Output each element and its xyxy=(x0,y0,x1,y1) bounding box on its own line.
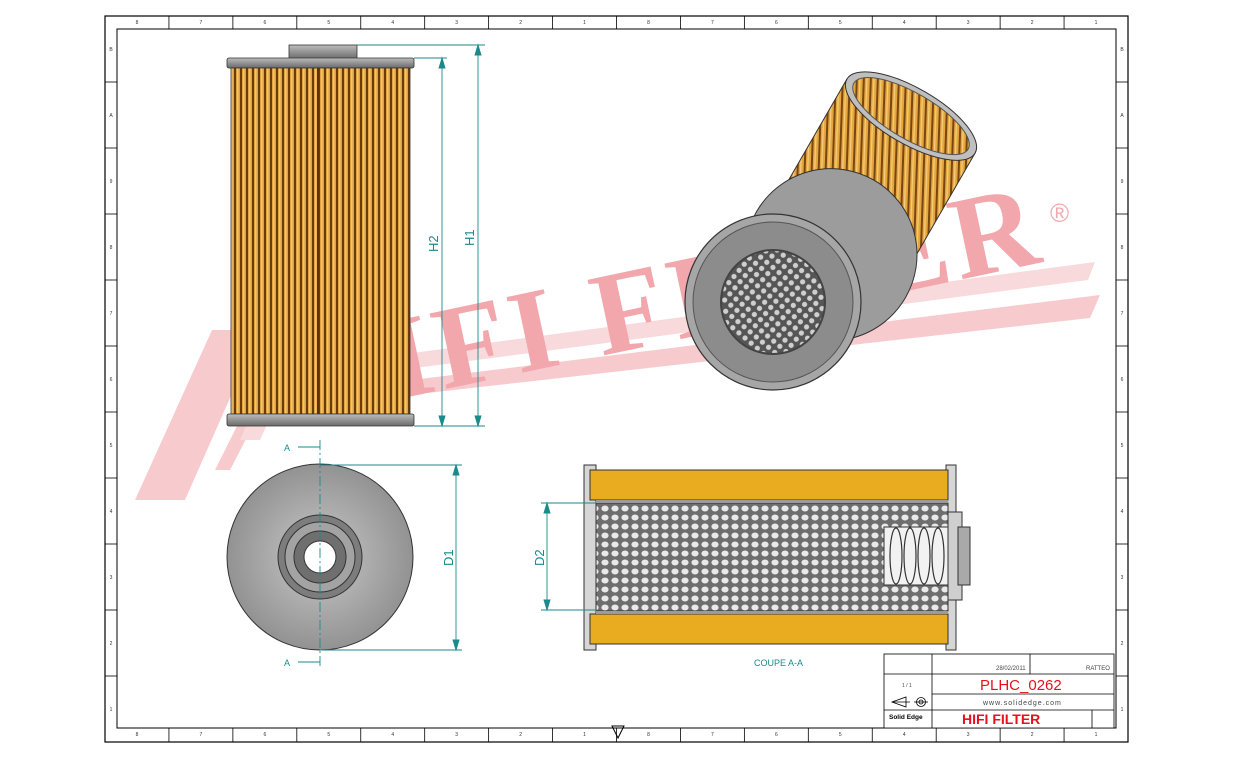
border-zone-letter: 9 xyxy=(1121,179,1124,185)
section-view xyxy=(583,464,971,651)
border-zone-number: 3 xyxy=(967,732,970,738)
border-zone-letter: B xyxy=(1120,47,1124,53)
isometric-view xyxy=(684,71,978,391)
border-zone-letter: 2 xyxy=(110,641,113,647)
title-scale: 1 / 1 xyxy=(902,683,912,689)
border-zone-number: 1 xyxy=(1095,20,1098,26)
border-zone-number: 1 xyxy=(583,20,586,26)
border-zone-letter: 8 xyxy=(1121,245,1124,251)
border-zone-number: 6 xyxy=(775,20,778,26)
title-author: RATTEO xyxy=(1086,666,1110,672)
border-zone-number: 5 xyxy=(327,732,330,738)
dim-d2-label: D2 xyxy=(532,549,547,566)
title-block-frame xyxy=(883,653,1115,729)
border-zone-number: 5 xyxy=(839,20,842,26)
border-zone-letter: A xyxy=(1120,113,1124,119)
title-date: 28/02/2011 xyxy=(996,666,1026,672)
watermark-registered: ® xyxy=(1050,198,1069,228)
border-zone-number: 2 xyxy=(1031,732,1034,738)
border-zone-number: 1 xyxy=(583,732,586,738)
border-zone-letter: 1 xyxy=(110,707,113,713)
section-title: COUPE A-A xyxy=(754,658,803,668)
border-zone-number: 7 xyxy=(200,20,203,26)
border-zone-number: 4 xyxy=(903,20,906,26)
border-zone-letter: 7 xyxy=(110,311,113,317)
center-marker xyxy=(611,725,625,740)
dim-d1-label: D1 xyxy=(441,549,456,566)
border-zone-letter: 7 xyxy=(1121,311,1124,317)
dim-h1-label: H1 xyxy=(462,229,477,246)
software-label: Solid Edge xyxy=(889,714,923,721)
border-zone-number: 5 xyxy=(327,20,330,26)
border-zone-letter: A xyxy=(109,113,113,119)
section-mark-top: A xyxy=(284,443,290,453)
height-dimensions xyxy=(357,43,485,428)
border-zone-number: 8 xyxy=(136,732,139,738)
part-number: PLHC_0262 xyxy=(980,677,1062,694)
border-zone-number: 3 xyxy=(455,732,458,738)
border-zone-number: 8 xyxy=(647,732,650,738)
border-zone-number: 7 xyxy=(711,20,714,26)
section-line xyxy=(298,440,462,668)
dim-h2-label: H2 xyxy=(426,235,441,252)
front-view xyxy=(226,44,415,427)
tolerance-symbol xyxy=(890,696,928,708)
title-website: www.solidedge.com xyxy=(982,700,1062,707)
border-zone-number: 2 xyxy=(519,20,522,26)
border-zone-number: 3 xyxy=(455,20,458,26)
border-zone-letter: 4 xyxy=(110,509,113,515)
border-zone-letter: 5 xyxy=(110,443,113,449)
border-zone-number: 4 xyxy=(391,20,394,26)
border-zone-number: 4 xyxy=(391,732,394,738)
section-mark-bottom: A xyxy=(284,658,290,668)
border-zone-letter: 3 xyxy=(110,575,113,581)
border-zone-letter: 6 xyxy=(1121,377,1124,383)
border-zone-number: 2 xyxy=(519,732,522,738)
border-zone-number: 1 xyxy=(1095,732,1098,738)
border-zone-number: 4 xyxy=(903,732,906,738)
border-zone-letter: 2 xyxy=(1121,641,1124,647)
d2-dimension xyxy=(541,501,596,612)
border-zone-letter: 6 xyxy=(110,377,113,383)
border-zone-number: 6 xyxy=(263,732,266,738)
border-zone-marks xyxy=(105,16,1128,742)
border-zone-letter: 1 xyxy=(1121,707,1124,713)
border-zone-number: 7 xyxy=(200,732,203,738)
border-zone-number: 8 xyxy=(647,20,650,26)
border-zone-letter: 8 xyxy=(110,245,113,251)
border-zone-number: 5 xyxy=(839,732,842,738)
brand-name: HIFI FILTER xyxy=(962,711,1040,727)
border-zone-number: 7 xyxy=(711,732,714,738)
border-zone-number: 3 xyxy=(967,20,970,26)
border-zone-letter: 9 xyxy=(110,179,113,185)
border-zone-letter: 5 xyxy=(1121,443,1124,449)
border-zone-letter: B xyxy=(109,47,113,53)
border-zone-letter: 4 xyxy=(1121,509,1124,515)
border-zone-letter: 3 xyxy=(1121,575,1124,581)
border-zone-number: 8 xyxy=(136,20,139,26)
border-zone-number: 2 xyxy=(1031,20,1034,26)
border-zone-number: 6 xyxy=(263,20,266,26)
border-zone-number: 6 xyxy=(775,732,778,738)
